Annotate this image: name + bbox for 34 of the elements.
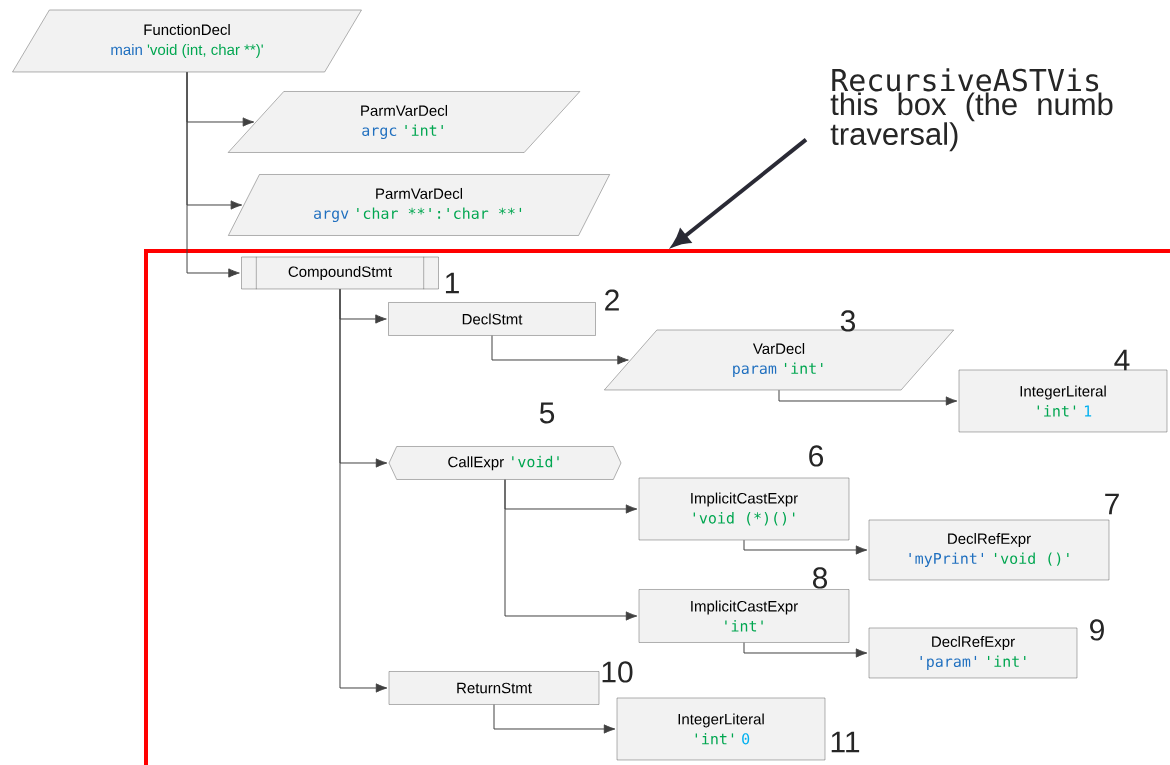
statement-box: ImplicitCastExpr 'int' — [638, 589, 850, 643]
order-number: 11 — [831, 731, 860, 753]
declaration-parallelogram: ParmVarDecl argv 'char **':'char **' — [228, 174, 610, 236]
compound-box: CompoundStmt — [241, 256, 439, 290]
declaration-parallelogram: FunctionDecl main 'void (int, char **)' — [12, 9, 362, 73]
statement-box: DeclRefExpr 'myPrint' 'void ()' — [868, 519, 1110, 581]
arrow — [186, 71, 240, 278]
statement-box: IntegerLiteral 'int' 0 — [616, 697, 826, 761]
order-number: 5 — [539, 402, 555, 424]
callout-text: RecursiveASTVis this box (the numb traversal) — [830, 68, 1113, 152]
highlight-frame — [144, 249, 1170, 765]
statement-box: ImplicitCastExpr 'void (*)()' — [638, 477, 850, 541]
order-number: 3 — [840, 310, 856, 332]
order-number: 10 — [602, 661, 633, 683]
order-number: 6 — [809, 445, 824, 467]
order-number: 2 — [605, 289, 619, 311]
statement-box: DeclStmt — [388, 302, 596, 336]
arrow — [743, 539, 868, 555]
call-hexagon: CallExpr 'void' — [388, 446, 622, 480]
order-number: 1 — [445, 272, 459, 294]
arrow — [493, 704, 616, 734]
declaration-parallelogram: ParmVarDecl argc 'int' — [227, 91, 581, 153]
order-number: 8 — [812, 567, 828, 589]
arrow — [743, 642, 868, 658]
statement-box: DeclRefExpr 'param' 'int' — [868, 627, 1078, 679]
statement-box: IntegerLiteral 'int' 1 — [958, 369, 1168, 433]
order-number: 4 — [1114, 349, 1130, 371]
statement-box: ReturnStmt — [388, 671, 600, 705]
order-number: 9 — [1090, 619, 1104, 641]
order-number: 7 — [1105, 493, 1119, 515]
arrow — [339, 288, 388, 693]
arrow — [778, 389, 958, 406]
arrow — [491, 335, 629, 365]
arrow — [504, 479, 638, 621]
